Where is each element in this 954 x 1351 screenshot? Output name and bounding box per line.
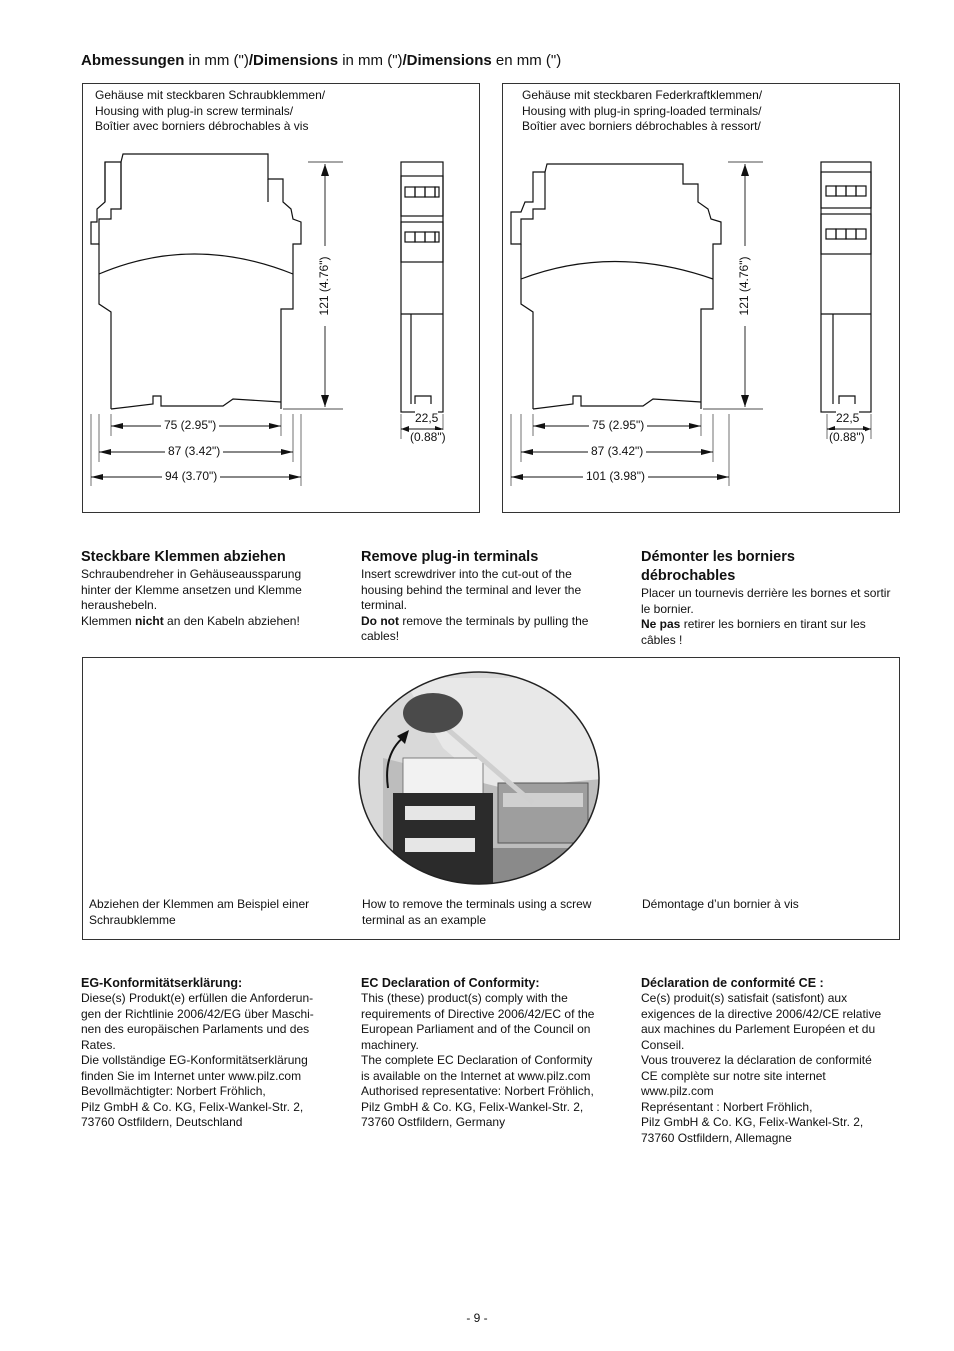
housing-drawing bbox=[90, 153, 444, 486]
section-heading: Remove plug-in terminals bbox=[361, 549, 539, 565]
width-dimension-87: 87 (3.42") bbox=[165, 444, 224, 458]
declaration-line: Ce(s) produit(s) satisfait (satisfont) a… bbox=[641, 991, 848, 1005]
housing-drawing bbox=[510, 161, 872, 486]
declaration-line: aux machines du Parlement Européen et du bbox=[641, 1022, 876, 1036]
declaration-heading: Déclaration de conformité CE : bbox=[641, 976, 824, 990]
declaration-line: The complete EC Declaration of Conformit… bbox=[361, 1053, 593, 1067]
side-dimension-inch: (0.88") bbox=[410, 430, 446, 444]
section-warning: Do not remove the terminals by pulling t… bbox=[361, 613, 589, 644]
declaration-fr: Déclaration de conformité CE : Ce(s) pro… bbox=[641, 975, 903, 1146]
height-dimension: 121 (4.76") bbox=[302, 246, 348, 329]
side-dimension-inch: (0.88") bbox=[829, 430, 865, 444]
side-dimension-value: 22,5 bbox=[836, 411, 860, 425]
page-title: Abmessungen in mm (")/Dimensions in mm (… bbox=[81, 52, 562, 69]
remove-section-de: Steckbare Klemmen abziehen Schraubendreh… bbox=[81, 548, 343, 629]
declaration-line: Vous trouverez la déclaration de conform… bbox=[641, 1053, 872, 1067]
declaration-line: Pilz GmbH & Co. KG, Felix-Wankel-Str. 2, bbox=[641, 1115, 864, 1129]
declaration-line: Représentant : Norbert Fröhlich, bbox=[641, 1099, 813, 1114]
declaration-line: This (these) product(s) comply with the bbox=[361, 991, 568, 1005]
declaration-line: requirements of Directive 2006/42/EC of … bbox=[361, 1006, 595, 1021]
height-dimension: 121 (4.76") bbox=[722, 246, 768, 329]
declaration-de: EG-Konformitätserklärung: Diese(s) Produ… bbox=[81, 975, 343, 1131]
terminal-removal-photo bbox=[358, 671, 600, 885]
declaration-line: Conseil. bbox=[641, 1037, 685, 1052]
width-dimension-75: 75 (2.95") bbox=[589, 418, 648, 432]
width-dimension-101: 101 (3.98") bbox=[583, 469, 648, 483]
declaration-line: Pilz GmbH & Co. KG, Felix-Wankel-Str. 2, bbox=[361, 1099, 584, 1114]
section-warning: Klemmen nicht an den Kabeln abziehen! bbox=[81, 613, 300, 628]
declaration-line: 73760 Ostfildern, Deutschland bbox=[81, 1115, 243, 1129]
declaration-line: Authorised representative: Norbert Fröhl… bbox=[361, 1084, 594, 1098]
declaration-line: 73760 Ostfildern, Germany bbox=[361, 1115, 506, 1129]
section-text: Placer un tournevis derrière les bornes … bbox=[641, 586, 891, 616]
drawing-caption: Gehäuse mit steckbaren Federkraftklemmen… bbox=[522, 88, 763, 133]
declaration-line: Die vollständige EG-Konformitätserklärun… bbox=[81, 1053, 308, 1067]
photo-caption-en: How to remove the terminals using a scre… bbox=[362, 897, 592, 927]
declaration-line: exigences de la directive 2006/42/CE rel… bbox=[641, 1006, 882, 1021]
declaration-line: machinery. bbox=[361, 1037, 419, 1052]
width-dimension-75: 75 (2.95") bbox=[161, 418, 220, 432]
section-text: Insert screwdriver into the cut-out of t… bbox=[361, 567, 582, 612]
dimension-drawing-spring: Gehäuse mit steckbaren Federkraftklemmen… bbox=[502, 83, 900, 513]
section-heading: Démonter les borniers débrochables bbox=[641, 549, 795, 584]
photo-caption-de: Abziehen der Klemmen am Beispiel einer S… bbox=[89, 897, 310, 927]
declaration-line: Rates. bbox=[81, 1037, 116, 1052]
declaration-line: www.pilz.com bbox=[641, 1084, 714, 1098]
declaration-line: finden Sie im Internet unter www.pilz.co… bbox=[81, 1068, 302, 1083]
width-dimension-94: 94 (3.70") bbox=[162, 469, 221, 483]
declaration-en: EC Declaration of Conformity: This (thes… bbox=[361, 975, 623, 1131]
declaration-heading: EG-Konformitätserklärung: bbox=[81, 976, 243, 990]
width-dimension-87: 87 (3.42") bbox=[588, 444, 647, 458]
side-dimension-value: 22,5 bbox=[415, 411, 439, 425]
photo-caption-fr: Démontage d’un bornier à vis bbox=[642, 897, 799, 911]
declaration-line: 73760 Ostfildern, Allemagne bbox=[641, 1130, 792, 1145]
section-heading: Steckbare Klemmen abziehen bbox=[81, 549, 286, 565]
drawing-caption: Gehäuse mit steckbaren Schraubklemmen/ H… bbox=[95, 88, 326, 133]
declaration-line: CE complète sur notre site internet bbox=[641, 1068, 826, 1083]
declaration-line: is available on the Internet at www.pilz… bbox=[361, 1068, 591, 1083]
declaration-line: Bevollmächtigter: Norbert Fröhlich, bbox=[81, 1084, 266, 1098]
terminal-removal-figure: Abziehen der Klemmen am Beispiel einer S… bbox=[82, 657, 900, 940]
page-number: - 9 - bbox=[466, 1311, 488, 1325]
dimension-drawing-screw: Gehäuse mit steckbaren Schraubklemmen/ H… bbox=[82, 83, 480, 513]
remove-section-fr: Démonter les borniers débrochables Place… bbox=[641, 548, 903, 648]
declaration-heading: EC Declaration of Conformity: bbox=[361, 976, 540, 990]
section-text: Schraubendreher in Gehäuseaussparung hin… bbox=[81, 567, 302, 612]
declaration-line: nen des europäischen Parlaments und des bbox=[81, 1022, 310, 1036]
remove-section-en: Remove plug-in terminals Insert screwdri… bbox=[361, 548, 623, 645]
section-warning: Ne pas retirer les borniers en tirant su… bbox=[641, 617, 866, 647]
declaration-line: European Parliament and of the Council o… bbox=[361, 1022, 591, 1036]
declaration-line: gen der Richtlinie 2006/42/EG über Masch… bbox=[81, 1006, 314, 1021]
declaration-line: Pilz GmbH & Co. KG, Felix-Wankel-Str. 2, bbox=[81, 1099, 304, 1114]
declaration-line: Diese(s) Produkt(e) erfüllen die Anforde… bbox=[81, 991, 314, 1005]
